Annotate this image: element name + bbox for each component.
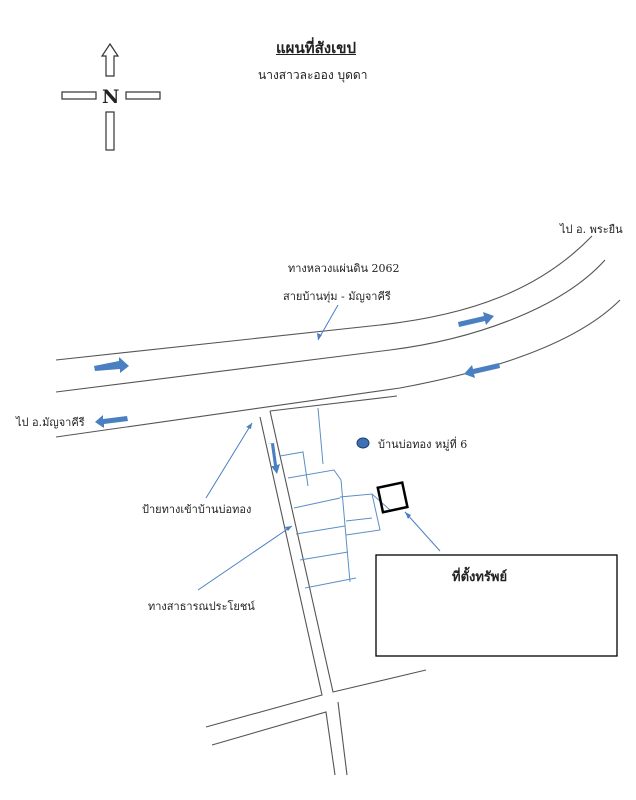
public-way-leader: [197, 525, 293, 591]
side-road: [205, 395, 427, 776]
highway-2062: [55, 235, 621, 438]
sign-leader: [205, 422, 253, 499]
public-way-label: ทางสาธารณประโยชน์: [148, 600, 255, 613]
arrow-east-lower: [94, 357, 129, 373]
village-label: บ้านบ่อทอง หมู่ที่ 6: [378, 438, 468, 451]
owner-name: นางสาวละออง บุดดา: [258, 68, 368, 82]
north-label: N: [102, 86, 120, 108]
arrow-south: [268, 443, 280, 474]
leader-arrowheads: [246, 333, 411, 531]
highway-label: ทางหลวงแผ่นดิน 2062: [288, 262, 400, 275]
compass-north-arrow: [100, 42, 120, 77]
route-label: สายบ้านทุ่ม - มัญจาคีรี: [283, 290, 391, 303]
arrow-east-upper: [458, 312, 494, 327]
compass-west-bar: [61, 91, 97, 100]
arrow-west-upper: [464, 363, 500, 378]
to-west-label: ไป อ.มัญจาคีรี: [16, 416, 85, 429]
direction-arrow-icon: [94, 312, 500, 474]
highway-leader: [317, 304, 339, 341]
leader-lines: [197, 304, 441, 591]
to-east-label: ไป อ. พระยืน: [560, 223, 623, 236]
compass-east-bar: [125, 91, 161, 100]
property-plot: [376, 481, 409, 514]
plot-lines: [279, 407, 391, 589]
property-label: ที่ตั้งทรัพย์: [452, 570, 508, 585]
village-dot-icon: [356, 437, 370, 449]
property-box: [375, 554, 618, 657]
map-title: แผนที่สังเขป: [276, 39, 356, 57]
entrance-sign-label: ป้ายทางเข้าบ้านบ่อทอง: [142, 503, 252, 516]
compass-rose-icon: [61, 42, 161, 151]
property-leader: [404, 511, 441, 552]
arrow-west-lower: [95, 415, 128, 428]
compass-south-bar: [105, 111, 115, 151]
